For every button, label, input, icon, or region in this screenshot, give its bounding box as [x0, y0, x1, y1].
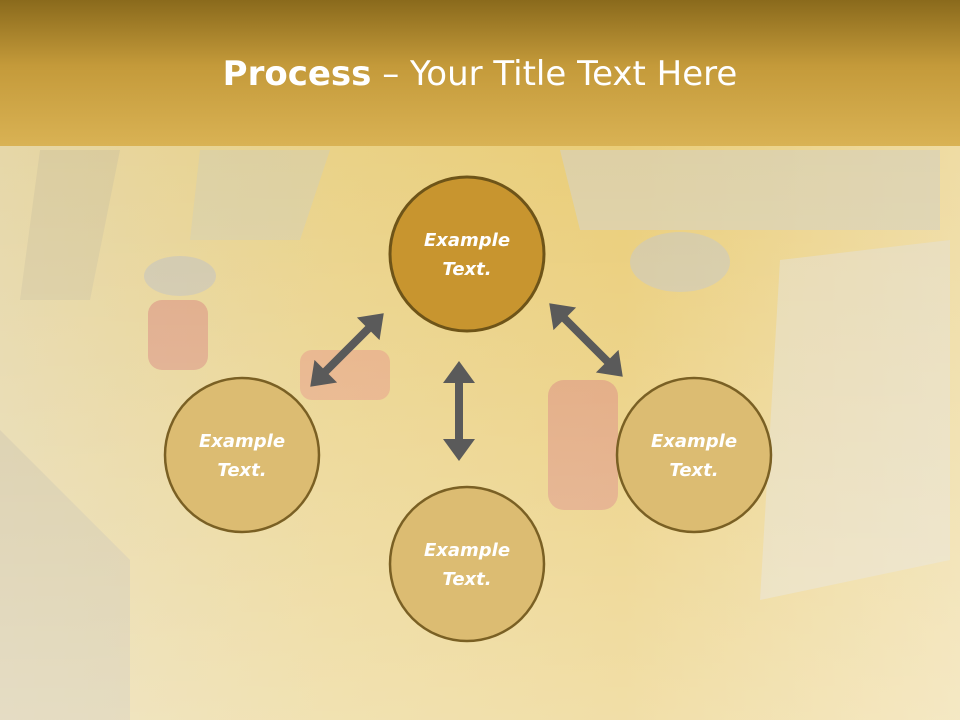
- node-bottom[interactable]: Example Text.: [388, 485, 546, 643]
- slide-title: Process – Your Title Text Here: [0, 52, 960, 96]
- node-top-line2: Text.: [442, 259, 491, 280]
- title-rest: Your Title Text Here: [410, 54, 738, 94]
- node-top-line1: Example: [424, 230, 510, 251]
- node-left-line1: Example: [199, 431, 285, 452]
- title-bar: Process – Your Title Text Here: [0, 0, 960, 146]
- title-bold: Process: [222, 54, 372, 94]
- node-right-line1: Example: [651, 431, 737, 452]
- node-right-line2: Text.: [669, 460, 718, 481]
- title-separator: –: [371, 54, 411, 94]
- node-left[interactable]: Example Text.: [163, 376, 321, 534]
- arrow-vertical: [443, 361, 475, 461]
- node-bottom-line2: Text.: [442, 569, 491, 590]
- arrow-top-left: [310, 313, 384, 387]
- node-top[interactable]: Example Text.: [388, 175, 546, 333]
- node-bottom-line1: Example: [424, 540, 510, 561]
- node-left-line2: Text.: [217, 460, 266, 481]
- arrow-top-right: [549, 303, 623, 377]
- node-right[interactable]: Example Text.: [615, 376, 773, 534]
